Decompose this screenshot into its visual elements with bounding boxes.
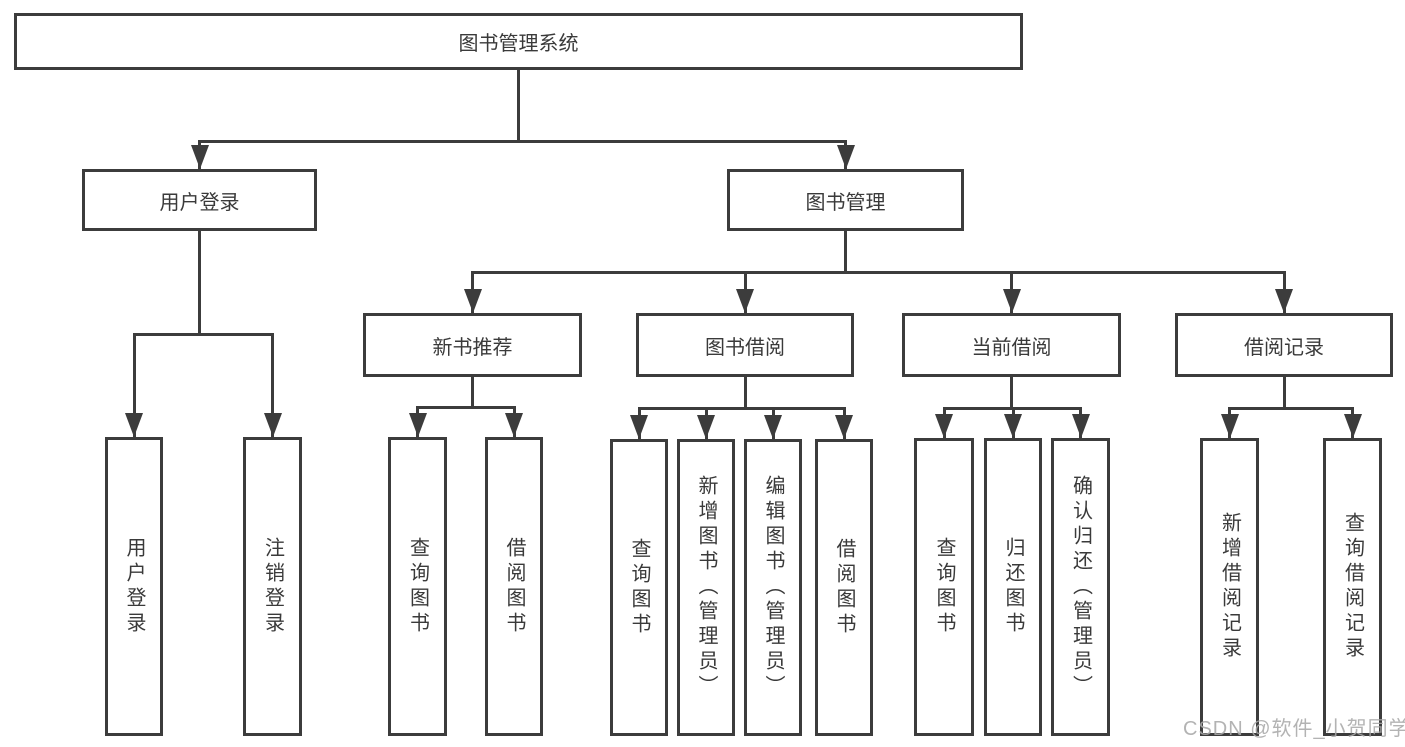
arrowhead-icon bbox=[835, 415, 853, 439]
arrowhead-icon bbox=[125, 413, 143, 437]
connector-branch bbox=[471, 270, 1286, 274]
node-query-books-borrow: 查询图书 bbox=[610, 439, 668, 736]
arrowhead-icon bbox=[190, 145, 209, 169]
node-logout: 注销登录 bbox=[243, 437, 302, 736]
arrowhead-icon bbox=[1071, 414, 1090, 438]
node-login: 用户登录 bbox=[105, 437, 163, 736]
connector-trunk bbox=[743, 377, 747, 408]
node-return-books: 归还图书 bbox=[984, 438, 1042, 736]
node-query-borrow-record: 查询借阅记录 bbox=[1323, 438, 1382, 736]
node-add-books-admin: 新增图书（管理员） bbox=[677, 439, 735, 736]
connector-trunk bbox=[517, 70, 520, 141]
node-current-borrow: 当前借阅 bbox=[902, 313, 1121, 377]
arrowhead-icon bbox=[935, 414, 953, 438]
node-edit-books-admin: 编辑图书（管理员） bbox=[744, 439, 802, 736]
node-add-borrow-record: 新增借阅记录 bbox=[1200, 438, 1259, 736]
connector-drop bbox=[132, 334, 136, 437]
node-query-books-rec: 查询图书 bbox=[388, 437, 447, 736]
node-borrow-books-rec: 借阅图书 bbox=[485, 437, 543, 736]
connector-trunk bbox=[1282, 377, 1286, 408]
arrowhead-icon bbox=[736, 289, 754, 313]
node-borrow-records: 借阅记录 bbox=[1175, 313, 1393, 377]
connector-trunk bbox=[1010, 377, 1013, 408]
connector-branch bbox=[416, 405, 516, 409]
node-confirm-return-admin: 确认归还（管理员） bbox=[1051, 438, 1110, 736]
connector-branch bbox=[198, 139, 847, 143]
arrowhead-icon bbox=[836, 145, 855, 169]
connector-branch bbox=[132, 332, 274, 336]
arrowhead-icon bbox=[697, 415, 715, 439]
arrowhead-icon bbox=[1343, 414, 1362, 438]
connector-trunk bbox=[471, 377, 474, 407]
connector-drop bbox=[271, 334, 274, 437]
arrowhead-icon bbox=[1004, 414, 1022, 438]
node-query-books-current: 查询图书 bbox=[914, 438, 974, 736]
node-book-management: 图书管理 bbox=[727, 169, 964, 231]
arrowhead-icon bbox=[1275, 289, 1293, 313]
arrowhead-icon bbox=[263, 413, 282, 437]
arrowhead-icon bbox=[630, 415, 648, 439]
connector-trunk bbox=[844, 231, 847, 272]
node-borrow-books: 借阅图书 bbox=[815, 439, 873, 736]
node-new-book-recommend: 新书推荐 bbox=[363, 313, 582, 377]
arrowhead-icon bbox=[1220, 414, 1239, 438]
node-user-login: 用户登录 bbox=[82, 169, 317, 231]
watermark: CSDN @软件_小贺同学 bbox=[1183, 718, 1405, 740]
arrowhead-icon bbox=[505, 413, 523, 437]
connector-branch bbox=[1228, 406, 1354, 410]
arrowhead-icon bbox=[764, 415, 782, 439]
arrowhead-icon bbox=[1002, 289, 1021, 313]
arrowhead-icon bbox=[408, 413, 427, 437]
arrowhead-icon bbox=[463, 289, 482, 313]
connector-trunk bbox=[198, 231, 201, 334]
node-book-borrow: 图书借阅 bbox=[636, 313, 854, 377]
connector-branch bbox=[637, 406, 846, 410]
node-root: 图书管理系统 bbox=[14, 13, 1023, 70]
